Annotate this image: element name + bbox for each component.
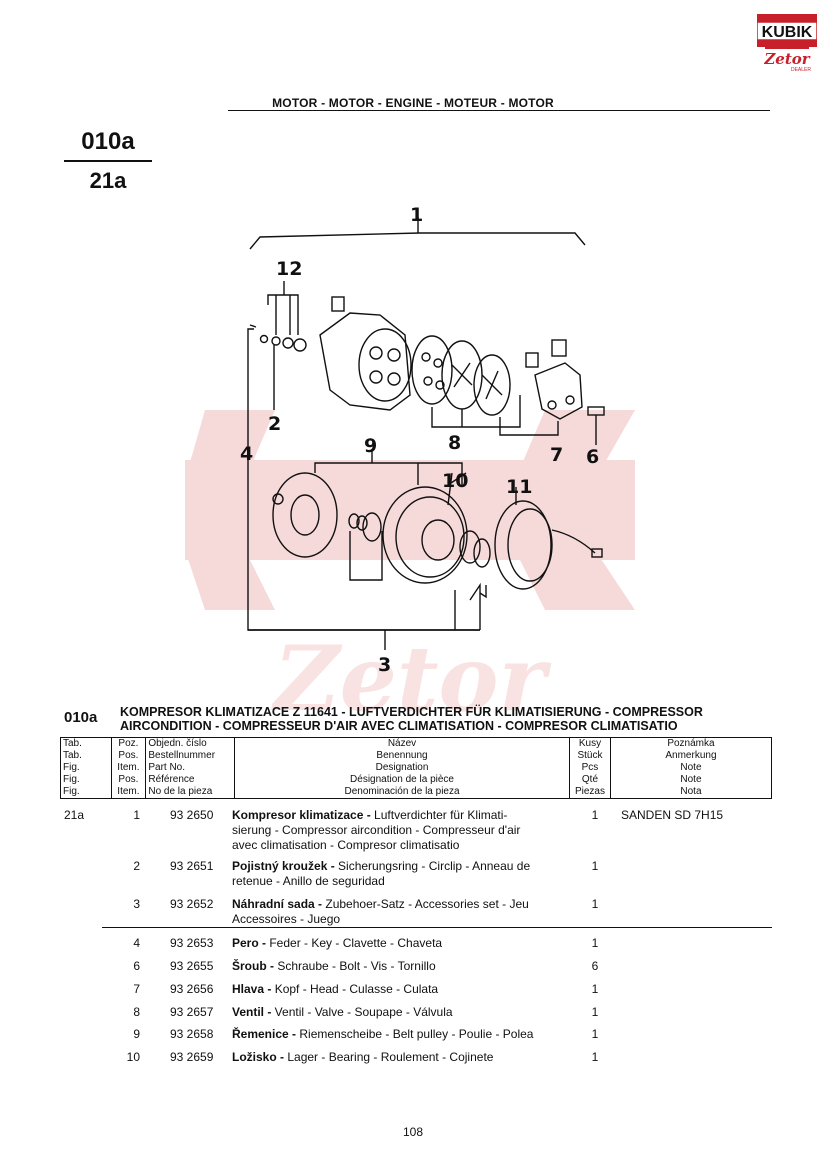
row-description: Náhradní sada - Zubehoer-Satz - Accessor… bbox=[232, 897, 529, 926]
section-code: 010a bbox=[64, 709, 98, 726]
row-part-no: 93 2652 bbox=[170, 897, 214, 911]
exploded-compressor-diagram: 1 12 2 4 9 10 11 8 7 6 3 bbox=[240, 204, 605, 676]
parts-table-header: Tab.Tab.Fig.Fig.Fig. Poz.Pos.Item.Pos.It… bbox=[60, 737, 773, 799]
row-pos: 1 bbox=[133, 808, 140, 822]
diagram-label-12: 12 bbox=[276, 258, 302, 280]
section-title-line1: KOMPRESOR KLIMATIZACE Z 11641 - LUFTVERD… bbox=[120, 705, 703, 719]
row-pos: 7 bbox=[133, 982, 140, 996]
col-tab: Tab.Tab.Fig.Fig.Fig. bbox=[60, 737, 112, 799]
row-qty: 6 bbox=[591, 959, 599, 973]
row-description: Hlava - Kopf - Head - Culasse - Culata bbox=[232, 982, 439, 996]
header-rule bbox=[228, 110, 770, 111]
figure-number: 21a bbox=[89, 168, 127, 193]
tab-fig-divider bbox=[64, 160, 152, 162]
row-part-no: 93 2656 bbox=[170, 982, 214, 996]
svg-text:Zetor: Zetor bbox=[763, 50, 810, 68]
row-qty: 1 bbox=[591, 982, 599, 996]
diagram-label-1: 1 bbox=[410, 204, 423, 226]
row-pos: 6 bbox=[133, 959, 140, 973]
svg-text:Zetor: Zetor bbox=[271, 626, 552, 732]
svg-text:KUBIK: KUBIK bbox=[762, 24, 813, 41]
kubik-zetor-logo: KUBIK Zetor DEALER bbox=[757, 14, 817, 72]
diagram-label-8: 8 bbox=[448, 432, 461, 454]
row-pos: 9 bbox=[133, 1027, 140, 1041]
diagram-label-11: 11 bbox=[506, 476, 532, 498]
diagram-label-2: 2 bbox=[268, 413, 281, 435]
row-qty: 1 bbox=[591, 1005, 599, 1019]
row-pos: 2 bbox=[133, 859, 140, 873]
row-description: Ložisko - Lager - Bearing - Roulement - … bbox=[232, 1050, 494, 1064]
row-pos: 3 bbox=[133, 897, 140, 911]
row-part-no: 93 2658 bbox=[170, 1027, 214, 1041]
row-description: Pero - Feder - Key - Clavette - Chaveta bbox=[232, 936, 443, 950]
row-qty: 1 bbox=[591, 808, 599, 822]
diagram-label-4: 4 bbox=[240, 443, 253, 465]
diagram-label-9: 9 bbox=[364, 435, 377, 457]
diagram-label-10: 10 bbox=[442, 470, 468, 492]
row-part-no: 93 2653 bbox=[170, 936, 214, 950]
tab-number: 010a bbox=[81, 128, 135, 155]
svg-text:DEALER: DEALER bbox=[791, 67, 811, 72]
page-header-title: MOTOR - MOTOR - ENGINE - MOTEUR - MOTOR bbox=[272, 96, 554, 110]
row-description: Řemenice - Riemenscheibe - Belt pulley -… bbox=[232, 1027, 534, 1041]
row-qty: 1 bbox=[591, 1050, 599, 1064]
row-qty: 1 bbox=[591, 859, 599, 873]
col-pos: Poz.Pos.Item.Pos.Item. bbox=[110, 737, 147, 799]
row-pos: 8 bbox=[133, 1005, 140, 1019]
section-title-line2: AIRCONDITION - COMPRESSEUR D'AIR AVEC CL… bbox=[120, 719, 678, 733]
row-note: SANDEN SD 7H15 bbox=[621, 808, 724, 822]
page-number: 108 bbox=[402, 1125, 424, 1139]
row-part-no: 93 2650 bbox=[170, 808, 214, 822]
kubik-watermark: Zetor bbox=[185, 410, 635, 732]
row-part-no: 93 2651 bbox=[170, 859, 214, 873]
row-qty: 1 bbox=[591, 936, 599, 950]
row-description: Pojistný kroužek - Sicherungsring - Circ… bbox=[232, 859, 531, 888]
row-tab: 21a bbox=[64, 808, 85, 822]
diagram-label-7: 7 bbox=[550, 444, 563, 466]
row-pos: 10 bbox=[126, 1050, 140, 1064]
row-part-no: 93 2655 bbox=[170, 959, 214, 973]
bracket-item-1 bbox=[249, 232, 586, 250]
row-description: Šroub - Schraube - Bolt - Vis - Tornillo bbox=[232, 959, 436, 973]
row-description: Kompresor klimatizace - Luftverdichter f… bbox=[232, 808, 521, 852]
row-qty: 1 bbox=[591, 897, 599, 911]
row-pos: 4 bbox=[133, 936, 140, 950]
row-part-no: 93 2657 bbox=[170, 1005, 214, 1019]
row-qty: 1 bbox=[591, 1027, 599, 1041]
row-separator bbox=[102, 927, 772, 928]
row-part-no: 93 2659 bbox=[170, 1050, 214, 1064]
row-description: Ventil - Ventil - Valve - Soupape - Válv… bbox=[232, 1005, 453, 1019]
diagram-label-6: 6 bbox=[586, 446, 599, 468]
diagram-label-3: 3 bbox=[378, 654, 391, 676]
